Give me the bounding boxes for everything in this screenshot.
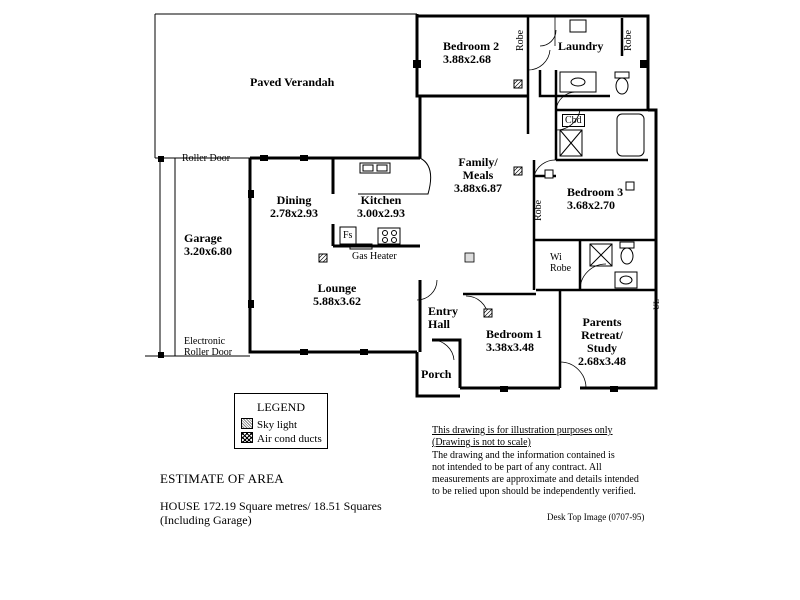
bedroom2-name: Bedroom 2 xyxy=(443,39,500,53)
label-roller-door: Roller Door xyxy=(182,153,231,164)
entry-line: Entry xyxy=(428,304,458,318)
bedroom2-size: 3.88x2.68 xyxy=(443,52,491,66)
label-fs: Fs xyxy=(343,230,353,241)
estimate-garage-line: (Including Garage) xyxy=(160,513,252,527)
disclaimer-line-1: This drawing is for illustration purpose… xyxy=(432,425,613,436)
wi-robe-line: Robe xyxy=(550,263,572,274)
lounge-size: 5.88x3.62 xyxy=(313,294,361,308)
legend-row-sky: Sky light xyxy=(241,418,297,431)
estimate-house-line: HOUSE 172.19 Square metres/ 18.51 Square… xyxy=(160,499,382,513)
air-duct-swatch-icon xyxy=(241,432,253,443)
label-cbd: Cbd xyxy=(562,114,585,127)
label-paved-verandah: Paved Verandah xyxy=(250,75,335,89)
family-size: 3.88x6.87 xyxy=(454,181,502,195)
label-porch: Porch xyxy=(421,367,452,381)
disclaimer-body-4: to be relied upon should be independentl… xyxy=(432,486,636,497)
electronic-line: Electronic xyxy=(184,336,226,347)
label-laundry: Laundry xyxy=(558,39,604,53)
family-name-2: Meals xyxy=(462,168,494,182)
kitchen-size: 3.00x2.93 xyxy=(357,206,405,220)
disclaimer-body-3: measurements are approximate and details… xyxy=(432,474,639,485)
bedroom3-name: Bedroom 3 xyxy=(567,185,624,199)
legend-row-air: Air cond ducts xyxy=(241,432,322,445)
label-ul: UL xyxy=(651,299,661,310)
parents-line-2: Retreat/ xyxy=(581,328,623,342)
label-robe-laundry: Robe xyxy=(623,29,635,52)
disclaimer-line-2: (Drawing is not to scale) xyxy=(432,437,531,448)
bedroom1-size: 3.38x3.48 xyxy=(486,340,534,354)
roller-door-line: Roller Door xyxy=(184,347,233,358)
image-reference: Desk Top Image (0707-95) xyxy=(547,512,645,522)
bedroom3-size: 3.68x2.70 xyxy=(567,198,615,212)
parents-line-3: Study xyxy=(586,341,618,355)
legend-title: LEGEND xyxy=(257,400,305,414)
hall-line: Hall xyxy=(428,317,451,331)
dining-size: 2.78x2.93 xyxy=(270,206,318,220)
garage-size: 3.20x6.80 xyxy=(184,244,232,258)
lounge-name: Lounge xyxy=(317,281,357,295)
garage-name: Garage xyxy=(184,231,222,245)
kitchen-name: Kitchen xyxy=(360,193,402,207)
estimate-title: ESTIMATE OF AREA xyxy=(160,471,284,486)
disclaimer-body-2: not intended to be part of any contract.… xyxy=(432,462,602,473)
disclaimer-body-1: The drawing and the information containe… xyxy=(432,450,615,461)
label-gas-heater: Gas Heater xyxy=(352,251,397,262)
legend-box: LEGEND Sky light Air cond ducts xyxy=(234,393,328,449)
bedroom1-name: Bedroom 1 xyxy=(486,327,543,341)
label-robe-bed3: Robe xyxy=(533,199,545,222)
skylight-swatch-icon xyxy=(241,418,253,429)
parents-size: 2.68x3.48 xyxy=(578,354,626,368)
family-name-1: Family/ xyxy=(458,155,498,169)
legend-sky-label: Sky light xyxy=(257,419,298,431)
dining-name: Dining xyxy=(276,193,312,207)
legend-air-label: Air cond ducts xyxy=(257,433,322,445)
wi-line: Wi xyxy=(550,252,562,263)
label-robe-bed2: Robe xyxy=(515,29,527,52)
parents-line-1: Parents xyxy=(582,315,622,329)
